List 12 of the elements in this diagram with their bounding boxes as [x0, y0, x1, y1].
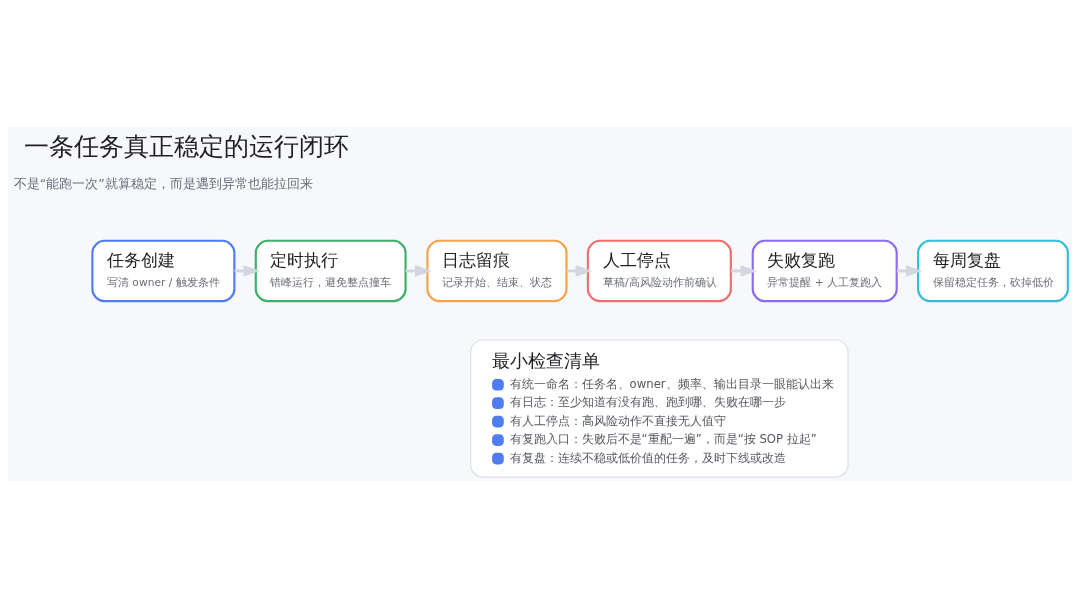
- arrow: [897, 265, 923, 277]
- node-box: 人工停点 草稿/高风险动作前确认: [586, 239, 732, 303]
- label: 不是“能跑一次”就算稳定，而是遇到异常也能拉回来: [13, 175, 313, 191]
- node-box: 最小检查清单 有统一命名：任务名、owner、频率、输出目录一眼能认出来 有日志：至少知道有没有跑、跑到哪、失败在哪一步 有人工停点：高风险动作不直接无人值守 有复跑入口：失败后不是“重配一遍”，而是“按 SOP 拉起” 有复盘：连续不稳或低价值的任务，及时下线或改造: [470, 339, 849, 478]
- arrow: [566, 265, 593, 277]
- node-box: 失败复跑 异常提醒 + 人工复跑入: [751, 239, 898, 303]
- node-box: 任务创建 写清 owner / 触发条件: [91, 239, 236, 303]
- diagram-title: 一条任务真正稳定的运行闭环: [23, 132, 349, 162]
- node-box: 每周复盘 保留稳定任务，砍掉低价: [917, 239, 1069, 303]
- node-box: 日志留痕 记录开始、结束、状态: [426, 239, 568, 303]
- node-box: 定时执行 错峰运行，避免整点撞车: [254, 239, 407, 303]
- arrow: [405, 265, 432, 277]
